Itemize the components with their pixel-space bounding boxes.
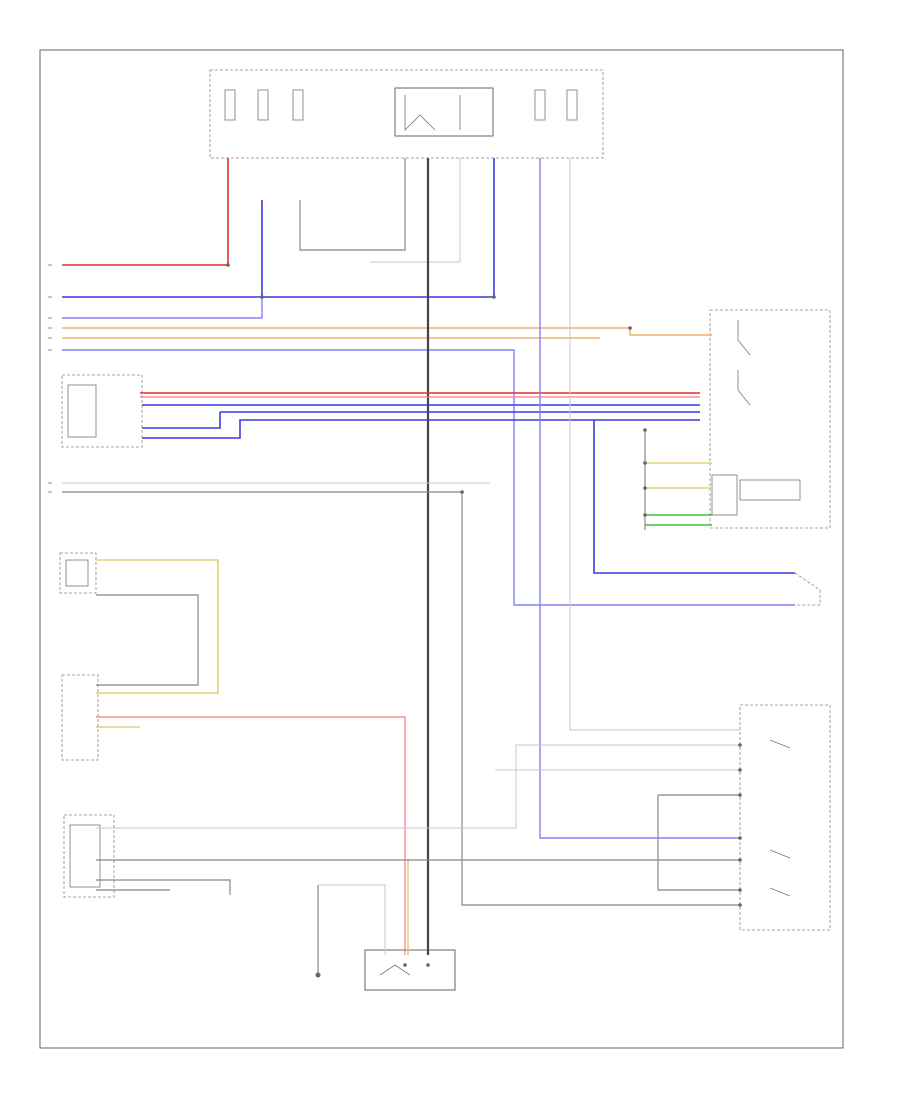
- wire-gray-left-box: [96, 594, 199, 686]
- diagram-frame: [39, 49, 844, 1049]
- control-module-lower-right: [739, 704, 831, 931]
- left-component-4: [63, 814, 115, 898]
- wire-blue-mid-4: [142, 419, 700, 439]
- wire-gray-lower-6: [657, 795, 740, 891]
- wire-orange-1: [62, 327, 712, 336]
- wire-ground-right: [794, 572, 821, 606]
- wire-gray-left-long: [62, 491, 740, 906]
- junction-dots: [226, 263, 742, 978]
- wire-gray-bottom-vert-2: [318, 884, 386, 955]
- wire-gray-lower-3: [569, 158, 740, 731]
- wire-red-bottom: [96, 716, 406, 955]
- wire-blue-top: [62, 158, 495, 298]
- wire-blue-lower: [593, 420, 795, 574]
- wire-blue-2: [62, 297, 263, 319]
- wire-gray-lower-1: [96, 744, 740, 829]
- wire-gray-lower-7: [96, 879, 231, 895]
- wire-red-top: [62, 158, 229, 266]
- control-module-right: [709, 309, 831, 529]
- wire-lightblue-long: [62, 349, 795, 606]
- left-component-3: [61, 674, 99, 761]
- top-fuse-block: [209, 69, 604, 159]
- left-terminal-marks: [48, 264, 52, 493]
- left-component-2: [59, 552, 97, 594]
- wire-yellow-left: [96, 559, 219, 694]
- bottom-center-component: [364, 949, 456, 991]
- wire-gray-2: [370, 158, 461, 263]
- wire-blue-vertical: [539, 158, 740, 839]
- left-component-1: [61, 374, 143, 448]
- wire-gray-top: [299, 158, 406, 251]
- wire-blue-mid-3: [142, 412, 221, 429]
